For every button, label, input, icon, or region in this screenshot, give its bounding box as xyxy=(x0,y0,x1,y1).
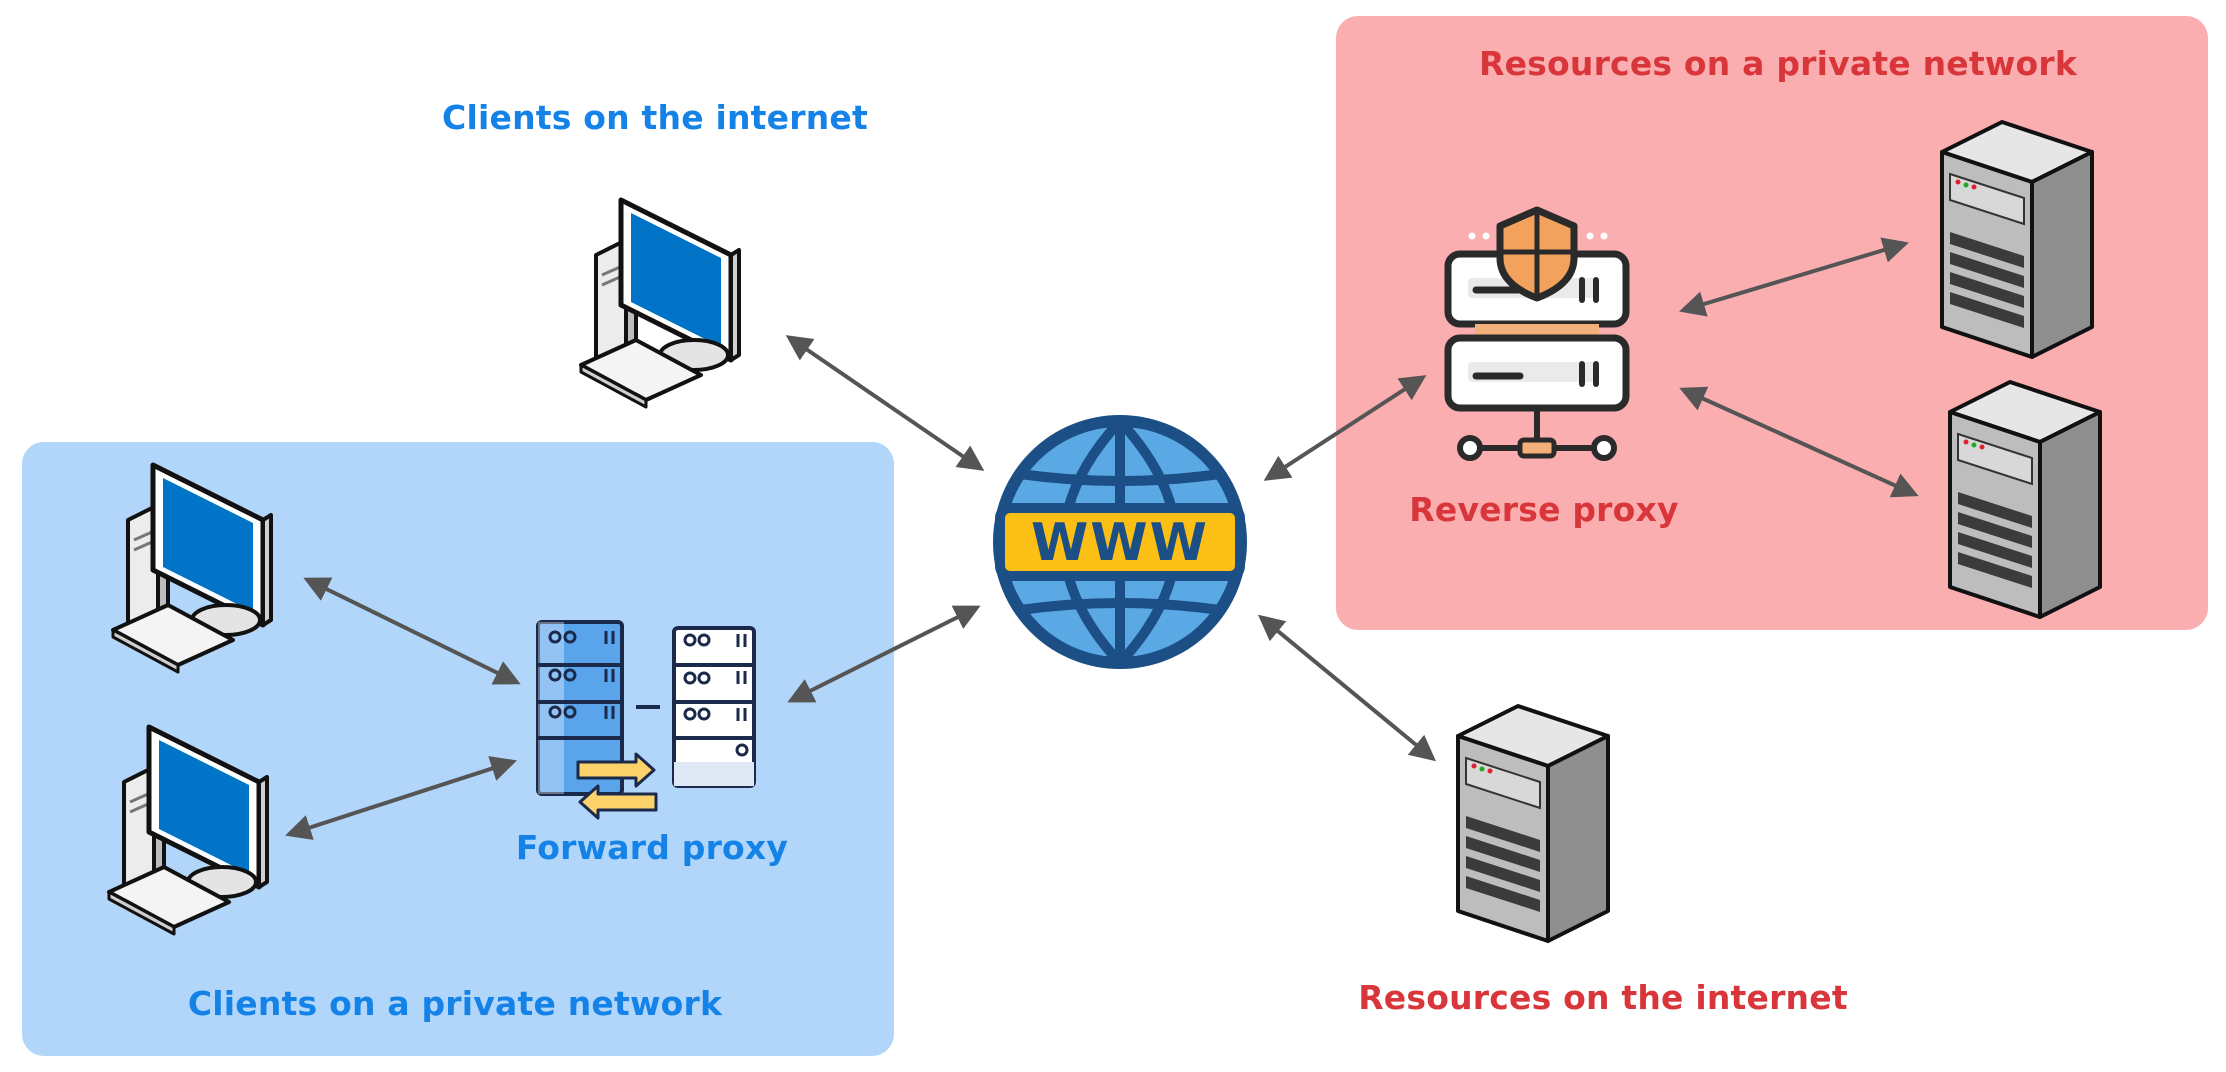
globe-www-icon: WWW xyxy=(993,415,1247,669)
arrow-globe-internet-resource xyxy=(1257,614,1437,762)
connection-arrows xyxy=(285,237,1919,840)
server-tower-icon xyxy=(1456,704,1610,943)
globe-www-text: WWW xyxy=(1031,513,1209,573)
server-tower-icon xyxy=(1948,380,2102,619)
desktop-computer-icon xyxy=(109,727,267,934)
server-tower-icon xyxy=(1940,120,2094,359)
forward-proxy-label: Forward proxy xyxy=(515,828,789,867)
arrow-right-icon xyxy=(576,752,656,788)
resources-internet-label: Resources on the internet xyxy=(1358,978,1848,1017)
arrow-left-icon xyxy=(578,784,658,820)
desktop-computer-icon xyxy=(113,465,271,672)
clients-private-label: Clients on a private network xyxy=(187,984,723,1023)
reverse-proxy-label: Reverse proxy xyxy=(1409,490,1679,529)
arrow-forward-proxy-globe xyxy=(787,605,981,703)
arrow-globe-reverse-proxy xyxy=(1263,375,1427,481)
arrow-client2-forward-proxy xyxy=(285,756,517,840)
arrow-client-internet-globe xyxy=(785,335,985,471)
arrow-reverse-proxy-server1 xyxy=(1679,237,1909,317)
desktop-computer-icon xyxy=(581,200,739,407)
arrow-reverse-proxy-server2 xyxy=(1679,386,1919,498)
reverse-proxy-icon xyxy=(1444,206,1630,461)
resources-private-label: Resources on a private network xyxy=(1478,44,2078,83)
proxy-server-icon xyxy=(536,620,756,820)
arrow-client1-forward-proxy xyxy=(303,577,521,685)
clients-internet-label: Clients on the internet xyxy=(442,98,868,137)
